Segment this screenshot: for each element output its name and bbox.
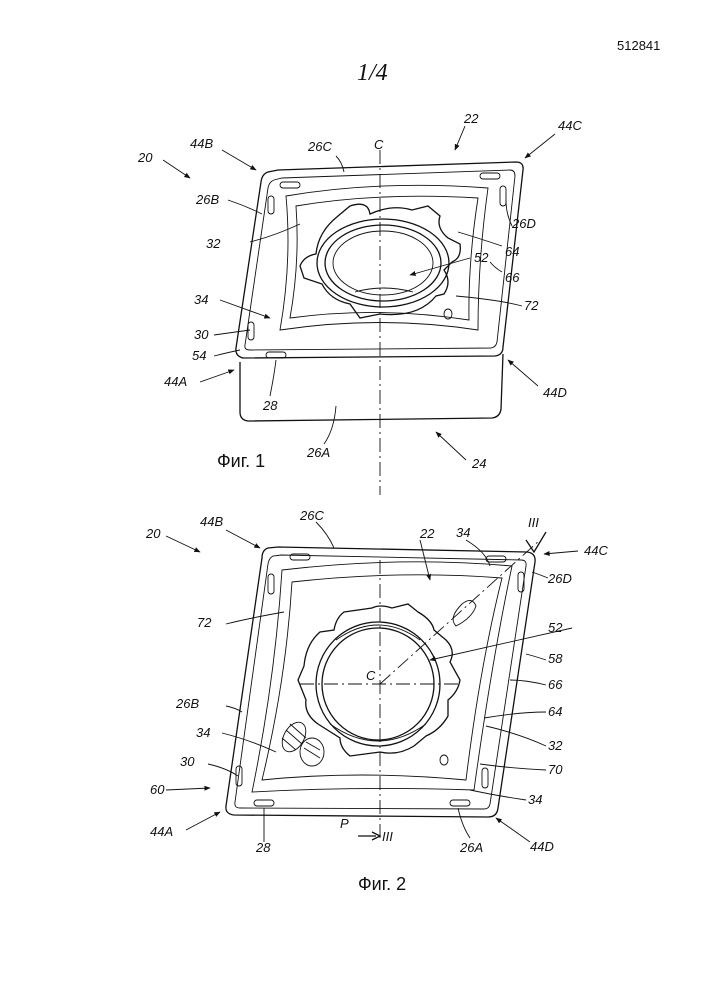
fig1-rake-face: [280, 185, 488, 330]
fig2-label-64: 64: [548, 704, 562, 719]
fig2-label-32: 32: [548, 738, 563, 753]
fig1-label-72: 72: [524, 298, 539, 313]
fig1-label-24: 24: [471, 456, 486, 471]
fig2-label-28: 28: [255, 840, 271, 855]
fig1-label-28: 28: [262, 398, 278, 413]
fig2-label-P: P: [340, 816, 349, 831]
fig1-label-66: 66: [505, 270, 520, 285]
fig1-corner-mark-26D: [500, 186, 506, 206]
figure-1-drawing: [163, 126, 555, 495]
fig1-label-44B: 44B: [190, 136, 213, 151]
fig1-label-32: 32: [206, 236, 221, 251]
fig1-corner-mark-26D-top: [480, 173, 500, 179]
fig2-corner-mark-A: [450, 800, 470, 806]
fig2-label-52: 52: [548, 620, 563, 635]
fig1-label-54: 54: [192, 348, 206, 363]
fig2-label-III-top: III: [528, 515, 539, 530]
fig2-insert-outer-edge: [226, 547, 535, 817]
fig2-corner-mark-26B: [268, 574, 274, 594]
fig2-chip-feature-2: [300, 738, 324, 766]
fig1-label-26B: 26B: [195, 192, 219, 207]
fig2-label-III-bottom: III: [382, 829, 393, 844]
fig2-label-44C: 44C: [584, 543, 608, 558]
fig1-label-20: 20: [137, 150, 153, 165]
figure-1-caption: Фиг. 1: [217, 451, 265, 472]
figure-2-caption: Фиг. 2: [358, 874, 406, 895]
fig2-label-20: 20: [145, 526, 161, 541]
fig2-label-34-left: 34: [196, 725, 210, 740]
fig2-label-66: 66: [548, 677, 563, 692]
fig2-label-22: 22: [419, 526, 435, 541]
fig2-label-70: 70: [548, 762, 563, 777]
fig1-label-C: C: [374, 137, 384, 152]
fig2-label-44D: 44D: [530, 839, 554, 854]
fig2-label-44A: 44A: [150, 824, 173, 839]
fig1-label-26D: 26D: [511, 216, 536, 231]
fig2-label-C: C: [366, 668, 376, 683]
fig1-label-34: 34: [194, 292, 208, 307]
fig2-label-72: 72: [197, 615, 212, 630]
fig1-label-44C: 44C: [558, 118, 582, 133]
fig2-label-30: 30: [180, 754, 195, 769]
fig2-corner-mark-D: [482, 768, 488, 788]
fig2-corner-mark-26D: [518, 572, 524, 592]
fig2-label-60: 60: [150, 782, 165, 797]
fig1-label-30: 30: [194, 327, 209, 342]
fig1-label-64: 64: [505, 244, 519, 259]
fig1-label-52: 52: [474, 250, 489, 265]
fig1-label-44D: 44D: [543, 385, 567, 400]
fig1-corner-mark-30: [248, 322, 254, 340]
fig1-label-22: 22: [463, 111, 479, 126]
fig2-label-34-top: 34: [456, 525, 470, 540]
fig1-corner-mark-26C: [280, 182, 300, 188]
fig1-label-26C: 26C: [307, 139, 332, 154]
fig1-label-44A: 44A: [164, 374, 187, 389]
fig2-label-26A: 26A: [459, 840, 483, 855]
fig2-pin: [440, 755, 448, 765]
fig1-center-hole-outer: [317, 219, 449, 307]
fig2-corner-mark-28: [254, 800, 274, 806]
fig2-label-26C: 26C: [299, 508, 324, 523]
fig1-center-hole: [325, 225, 441, 301]
fig2-label-26B: 26B: [175, 696, 199, 711]
fig2-label-26D: 26D: [547, 571, 572, 586]
fig1-label-26A: 26A: [306, 445, 330, 460]
fig1-corner-mark-26B: [268, 196, 274, 214]
fig1-insert-flank: [240, 354, 503, 421]
fig2-label-58: 58: [548, 651, 563, 666]
fig2-label-44B: 44B: [200, 514, 223, 529]
fig1-hole-bottom: [355, 288, 413, 292]
fig2-label-34-right: 34: [528, 792, 542, 807]
fig2-chip-feature-3: [453, 600, 476, 626]
fig1-center-hole-inner: [333, 231, 433, 295]
